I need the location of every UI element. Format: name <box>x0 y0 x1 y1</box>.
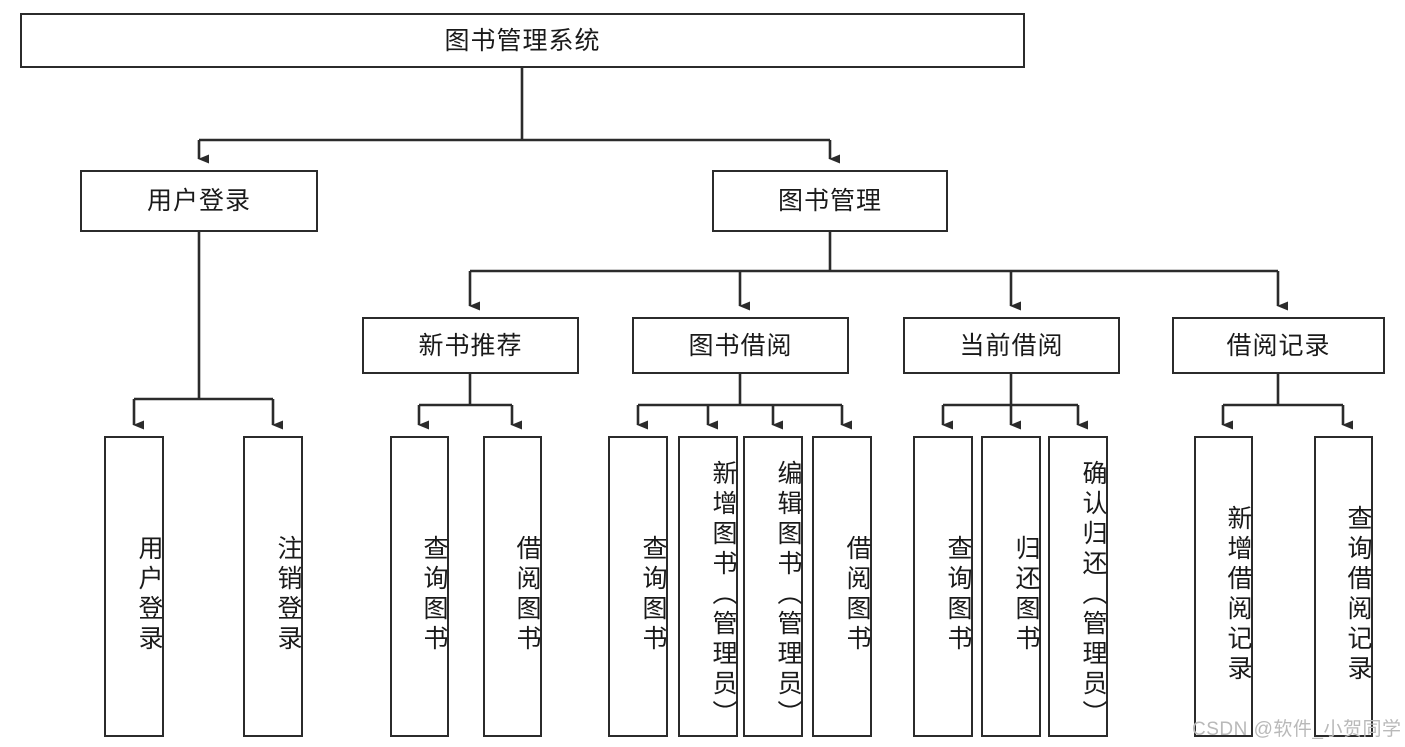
node-label: 用户登录 <box>146 187 251 215</box>
node-leaf-user-login[interactable]: 用户登录 <box>104 436 164 737</box>
node-label: 当前借阅 <box>959 331 1064 360</box>
node-label: 注销登录 <box>274 534 302 655</box>
node-leaf-return-book[interactable]: 归还图书 <box>981 436 1041 737</box>
node-label: 图书借阅 <box>688 331 793 360</box>
node-book-borrow[interactable]: 图书借阅 <box>632 317 849 374</box>
node-label: 借阅记录 <box>1226 331 1331 360</box>
node-label: 查询图书 <box>639 534 667 655</box>
node-label: 图书管理系统 <box>444 26 601 55</box>
node-leaf-borrow-book-1[interactable]: 借阅图书 <box>483 436 542 737</box>
csdn-watermark: CSDN @软件_小贺同学 <box>1192 719 1402 740</box>
node-label: 编辑图书（管理员） <box>774 459 802 730</box>
node-label: 新书推荐 <box>418 331 523 360</box>
node-leaf-add-book-admin[interactable]: 新增图书（管理员） <box>678 436 738 737</box>
node-root[interactable]: 图书管理系统 <box>20 13 1025 68</box>
node-label: 新增借阅记录 <box>1224 504 1252 685</box>
node-leaf-add-borrow-record[interactable]: 新增借阅记录 <box>1194 436 1253 737</box>
node-current-borrow[interactable]: 当前借阅 <box>903 317 1120 374</box>
node-label: 借阅图书 <box>843 534 871 655</box>
node-label: 新增图书（管理员） <box>709 459 737 730</box>
node-leaf-user-logout[interactable]: 注销登录 <box>243 436 303 737</box>
node-label: 图书管理 <box>777 187 882 215</box>
node-label: 查询图书 <box>420 534 448 655</box>
node-leaf-edit-book-admin[interactable]: 编辑图书（管理员） <box>743 436 803 737</box>
node-label: 用户登录 <box>135 534 163 655</box>
node-leaf-borrow-book-2[interactable]: 借阅图书 <box>812 436 872 737</box>
node-leaf-confirm-return-admin[interactable]: 确认归还（管理员） <box>1048 436 1108 737</box>
node-label: 查询借阅记录 <box>1344 504 1372 685</box>
node-leaf-query-borrow-record[interactable]: 查询借阅记录 <box>1314 436 1373 737</box>
node-user-login[interactable]: 用户登录 <box>80 170 318 232</box>
node-label: 查询图书 <box>944 534 972 655</box>
node-label: 确认归还（管理员） <box>1079 459 1107 730</box>
node-borrow-record[interactable]: 借阅记录 <box>1172 317 1385 374</box>
node-leaf-query-book-3[interactable]: 查询图书 <box>913 436 973 737</box>
node-book-manage[interactable]: 图书管理 <box>712 170 948 232</box>
node-label: 归还图书 <box>1012 534 1040 655</box>
node-leaf-query-book-1[interactable]: 查询图书 <box>390 436 449 737</box>
node-new-book-recommend[interactable]: 新书推荐 <box>362 317 579 374</box>
node-label: 借阅图书 <box>513 534 541 655</box>
node-leaf-query-book-2[interactable]: 查询图书 <box>608 436 668 737</box>
